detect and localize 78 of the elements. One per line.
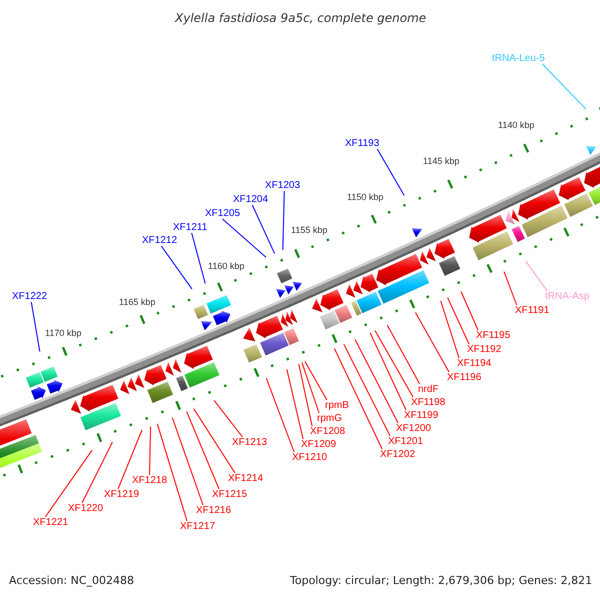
gene-label: XF1216 [196, 505, 232, 516]
title: Xylella fastidiosa 9a5c, complete genome [175, 11, 426, 25]
leader-line [186, 411, 220, 490]
gene-label: XF1222 [12, 291, 48, 302]
footer-text: Accession: NC_002488 [9, 574, 134, 587]
gene-label: tRNA-Leu-5 [492, 53, 545, 64]
scale-label: 1145 kbp [423, 156, 460, 166]
leader-line [82, 442, 113, 504]
gene-label: XF1208 [310, 426, 346, 437]
leader-line [156, 423, 188, 522]
gene-label: XF1204 [233, 194, 268, 205]
gene-label: tRNA-Asp [545, 291, 590, 302]
gene-label: XF1215 [212, 489, 248, 500]
gene-label: XF1213 [232, 437, 268, 448]
leader-line [460, 291, 478, 330]
leader-line [172, 417, 204, 506]
gene-label: XF1218 [132, 475, 168, 486]
gene-label: XF1200 [396, 423, 432, 434]
gene-label: rpmG [317, 413, 342, 424]
gene-label: XF1221 [33, 517, 68, 528]
gene-label: XF1191 [515, 305, 550, 316]
leader-line [191, 232, 206, 284]
gene-label: XF1220 [68, 503, 104, 514]
scale-label: 1155 kbp [291, 225, 328, 235]
leader-line [30, 302, 40, 352]
leader-line [149, 426, 152, 476]
scale-label: 1150 kbp [347, 192, 384, 202]
leader-line [214, 400, 243, 438]
gene-label: XF1205 [205, 208, 240, 219]
leader-line [343, 344, 391, 436]
scale-label: 1165 kbp [119, 297, 156, 307]
leader-line [304, 360, 328, 400]
scale-label: 1170 kbp [45, 328, 82, 338]
leader-line [118, 430, 142, 490]
gene-label: XF1212 [142, 235, 178, 246]
leader-line [525, 260, 548, 292]
gene-label: nrdF [418, 384, 439, 395]
gene-label: XF1198 [411, 397, 446, 408]
leader-line [447, 297, 470, 344]
leader-line [414, 312, 450, 372]
leader-line [386, 324, 420, 384]
footer-text: Topology: circular; Length: 2,679,306 bp; Genes: 2,821 [290, 574, 592, 587]
leader-line [440, 300, 460, 358]
leader-line [282, 190, 285, 250]
gene-label: XF1192 [467, 344, 502, 355]
gene-label: rpmB [325, 400, 349, 411]
leader-line [286, 368, 304, 440]
leader-line [334, 348, 383, 450]
gene-label: XF1209 [301, 439, 336, 450]
gene-label: XF1210 [292, 452, 328, 463]
gene-label: XF1194 [457, 358, 492, 369]
gene-label: XF1203 [265, 180, 300, 191]
gene-label: XF1202 [380, 449, 416, 460]
gene-label: XF1201 [388, 436, 424, 447]
scale-label: 1140 kbp [498, 120, 534, 130]
gene-label: XF1193 [345, 138, 380, 149]
leader-line [252, 204, 276, 254]
gene-label: XF1214 [228, 473, 264, 484]
scale-label: 1160 kbp [208, 261, 244, 271]
leader-line [193, 408, 236, 474]
gene-label: XF1195 [476, 330, 510, 341]
leader-line [370, 332, 406, 410]
leader-line [222, 218, 266, 258]
leader-line [266, 378, 295, 452]
gene-label: XF1217 [180, 521, 216, 532]
leader-line [504, 271, 518, 306]
gene-label: XF1219 [104, 489, 140, 500]
leader-line [542, 64, 586, 110]
gene-label: XF1211 [173, 222, 208, 233]
leader-line [374, 330, 414, 398]
leader-line [298, 364, 313, 426]
leader-line [44, 450, 93, 518]
leader-line [160, 246, 192, 290]
gene-label: XF1199 [404, 410, 438, 421]
leader-line [354, 338, 399, 424]
leader-line [302, 362, 320, 414]
gene-label: XF1196 [447, 372, 482, 383]
leader-line [376, 148, 405, 196]
